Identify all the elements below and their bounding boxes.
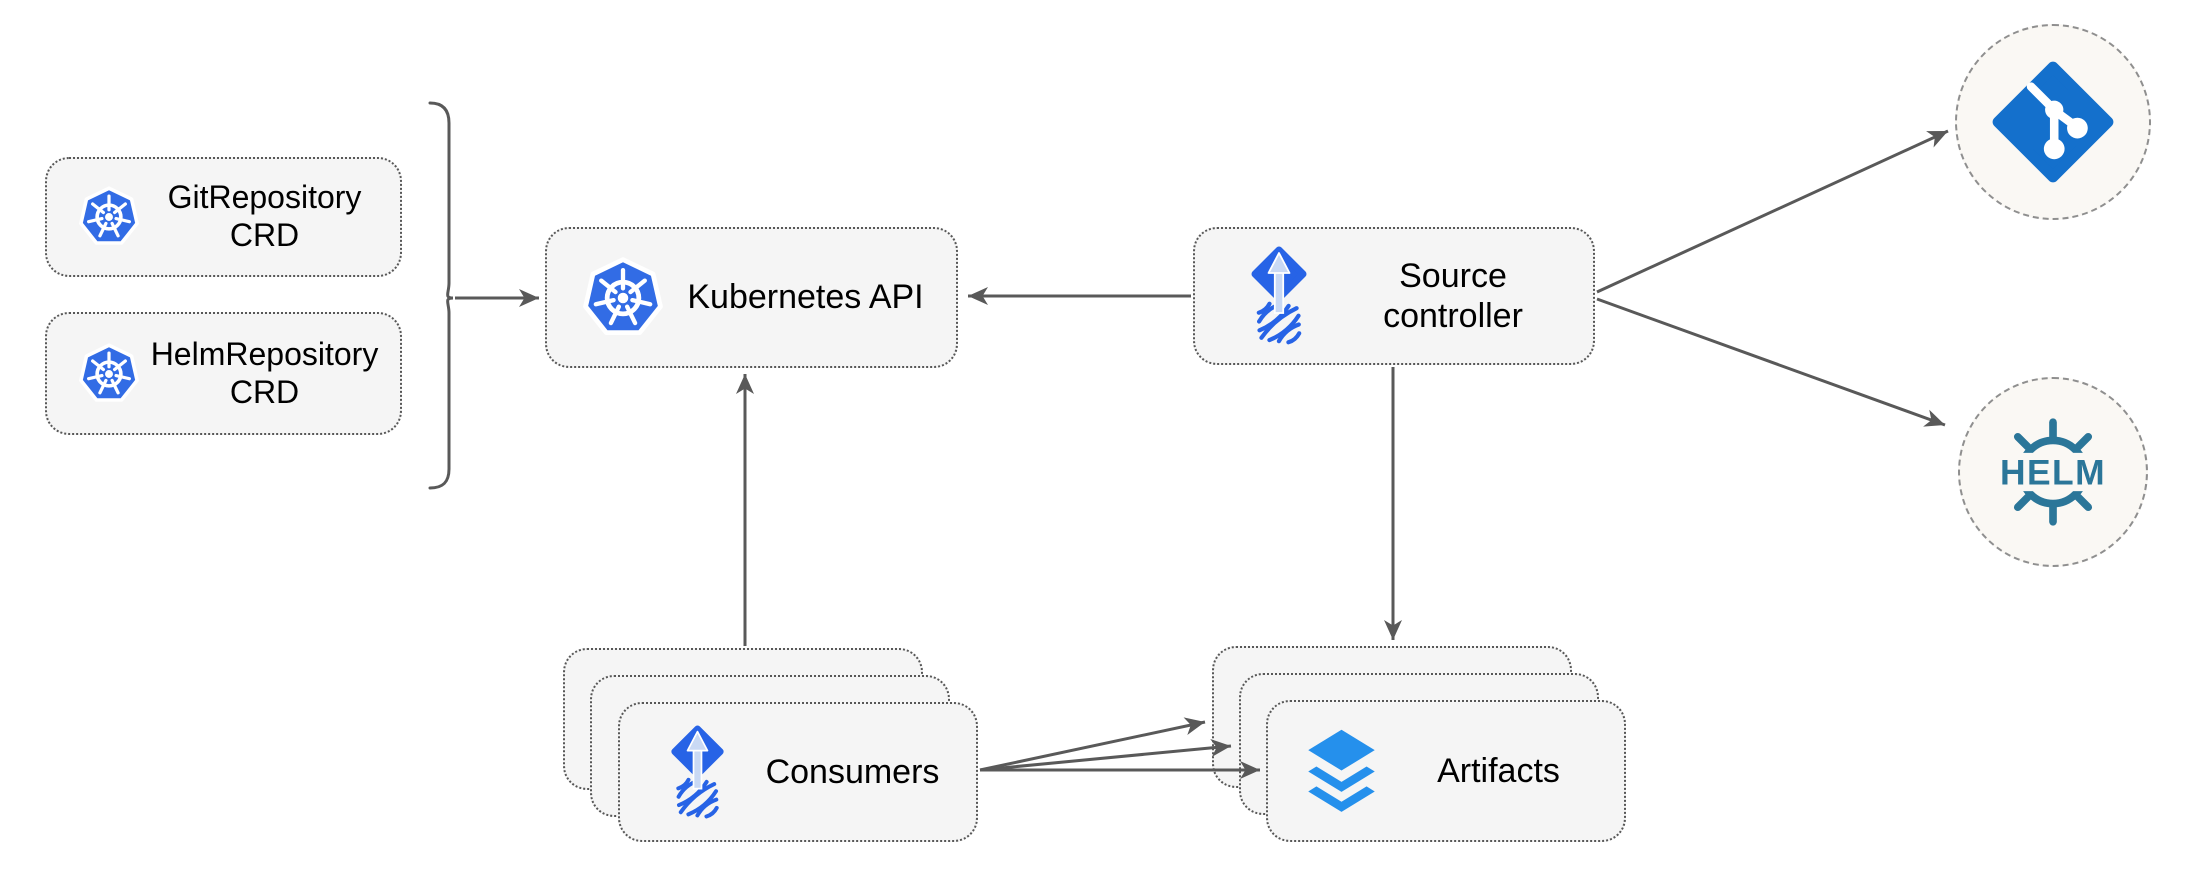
crd-group-brace	[428, 101, 454, 490]
node-label-consumers: Consumers	[765, 752, 940, 791]
helm-icon: HELM	[1991, 418, 2115, 526]
flux-icon	[671, 724, 724, 818]
flux-icon	[1251, 246, 1307, 345]
node-label-kubernetes-api: Kubernetes API	[687, 278, 924, 317]
node-label-helmrepository-crd: HelmRepository CRD	[150, 335, 379, 410]
kubernetes-icon	[79, 186, 139, 245]
node-helm-remote: HELM	[1958, 377, 2148, 567]
kubernetes-icon	[79, 342, 139, 402]
edge-consumers-to-artifacts-middle	[979, 738, 1232, 772]
kubernetes-icon	[583, 256, 663, 335]
node-helmrepository-crd: HelmRepository CRD	[45, 312, 402, 435]
node-gitrepository-crd: GitRepository CRD	[45, 157, 402, 277]
edge-source-to-git-remote	[1596, 129, 1949, 294]
helm-wordmark: HELM	[2000, 452, 2106, 492]
node-label-gitrepository-crd: GitRepository CRD	[167, 179, 362, 253]
node-artifacts: Artifacts	[1266, 700, 1626, 842]
node-label-source-controller: Source controller	[1383, 256, 1523, 335]
node-label-artifacts: Artifacts	[1437, 751, 1560, 790]
edge-consumers-to-artifacts-back	[979, 717, 1206, 772]
node-git-remote	[1955, 24, 2151, 220]
node-kubernetes-api: Kubernetes API	[545, 227, 958, 368]
node-consumers: Consumers	[618, 702, 978, 842]
node-source-controller: Source controller	[1193, 227, 1595, 365]
edge-source-to-helm-remote	[1596, 297, 1946, 427]
layers-icon	[1308, 729, 1375, 812]
git-icon	[1992, 61, 2114, 183]
